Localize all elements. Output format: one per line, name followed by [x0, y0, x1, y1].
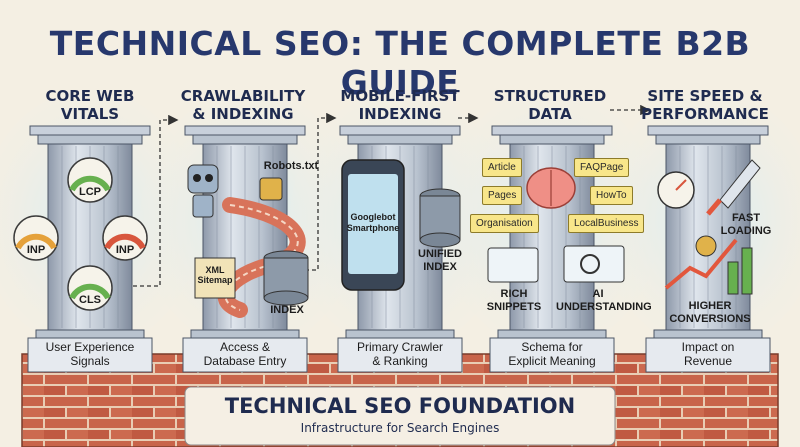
crawl-illustration — [187, 164, 309, 318]
schema-tag-pages: Pages — [482, 186, 523, 205]
gauge-inp-right: INP — [115, 244, 135, 256]
foundation-title: TECHNICAL SEO FOUNDATION — [224, 394, 576, 418]
schema-tag-faqpage: FAQPage — [574, 158, 630, 177]
base-label-crawlability: Access &Database Entry — [203, 340, 287, 368]
robots-txt-label: Robots.txt — [263, 160, 319, 172]
core-web-vitals-gauges — [13, 157, 148, 311]
mobile-illustration — [341, 159, 461, 291]
schema-tag-localbusiness: LocalBusiness — [568, 214, 645, 233]
fast-loading-label: FAST LOADING — [720, 212, 772, 237]
rich-snippets-label: RICH SNIPPETS — [486, 288, 542, 313]
xml-sitemap-label: XML Sitemap — [197, 265, 233, 285]
googlebot-smartphone-label: Googlebot Smartphone — [346, 212, 400, 233]
gauge-lcp: LCP — [79, 186, 101, 198]
gauge-inp-left: INP — [26, 244, 46, 256]
foundation-subtitle: Infrastructure for Search Engines — [300, 421, 500, 435]
structured-data-illustration — [487, 167, 625, 283]
schema-tag-organisation: Organisation — [470, 214, 539, 233]
ai-understanding-label: AI UNDERSTANDING — [556, 288, 652, 313]
higher-conversions-label: HIGHER CONVERSIONS — [669, 300, 751, 325]
heading-crawlability: CRAWLABILITY& INDEXING — [180, 87, 306, 123]
unified-index-label: UNIFIED INDEX — [418, 248, 462, 273]
gauge-cls: CLS — [79, 294, 101, 306]
schema-tag-howto: HowTo — [590, 186, 633, 205]
index-label: INDEX — [270, 304, 304, 316]
page-title: TECHNICAL SEO: THE COMPLETE B2B GUIDE — [49, 24, 751, 102]
heading-site-speed: SITE SPEED &PERFORMANCE — [641, 87, 769, 123]
speed-illustration — [657, 159, 761, 295]
schema-tag-article: Article — [482, 158, 522, 177]
base-label-mobile-first: Primary Crawler& Ranking — [356, 340, 443, 368]
connector-arrows — [133, 104, 651, 287]
